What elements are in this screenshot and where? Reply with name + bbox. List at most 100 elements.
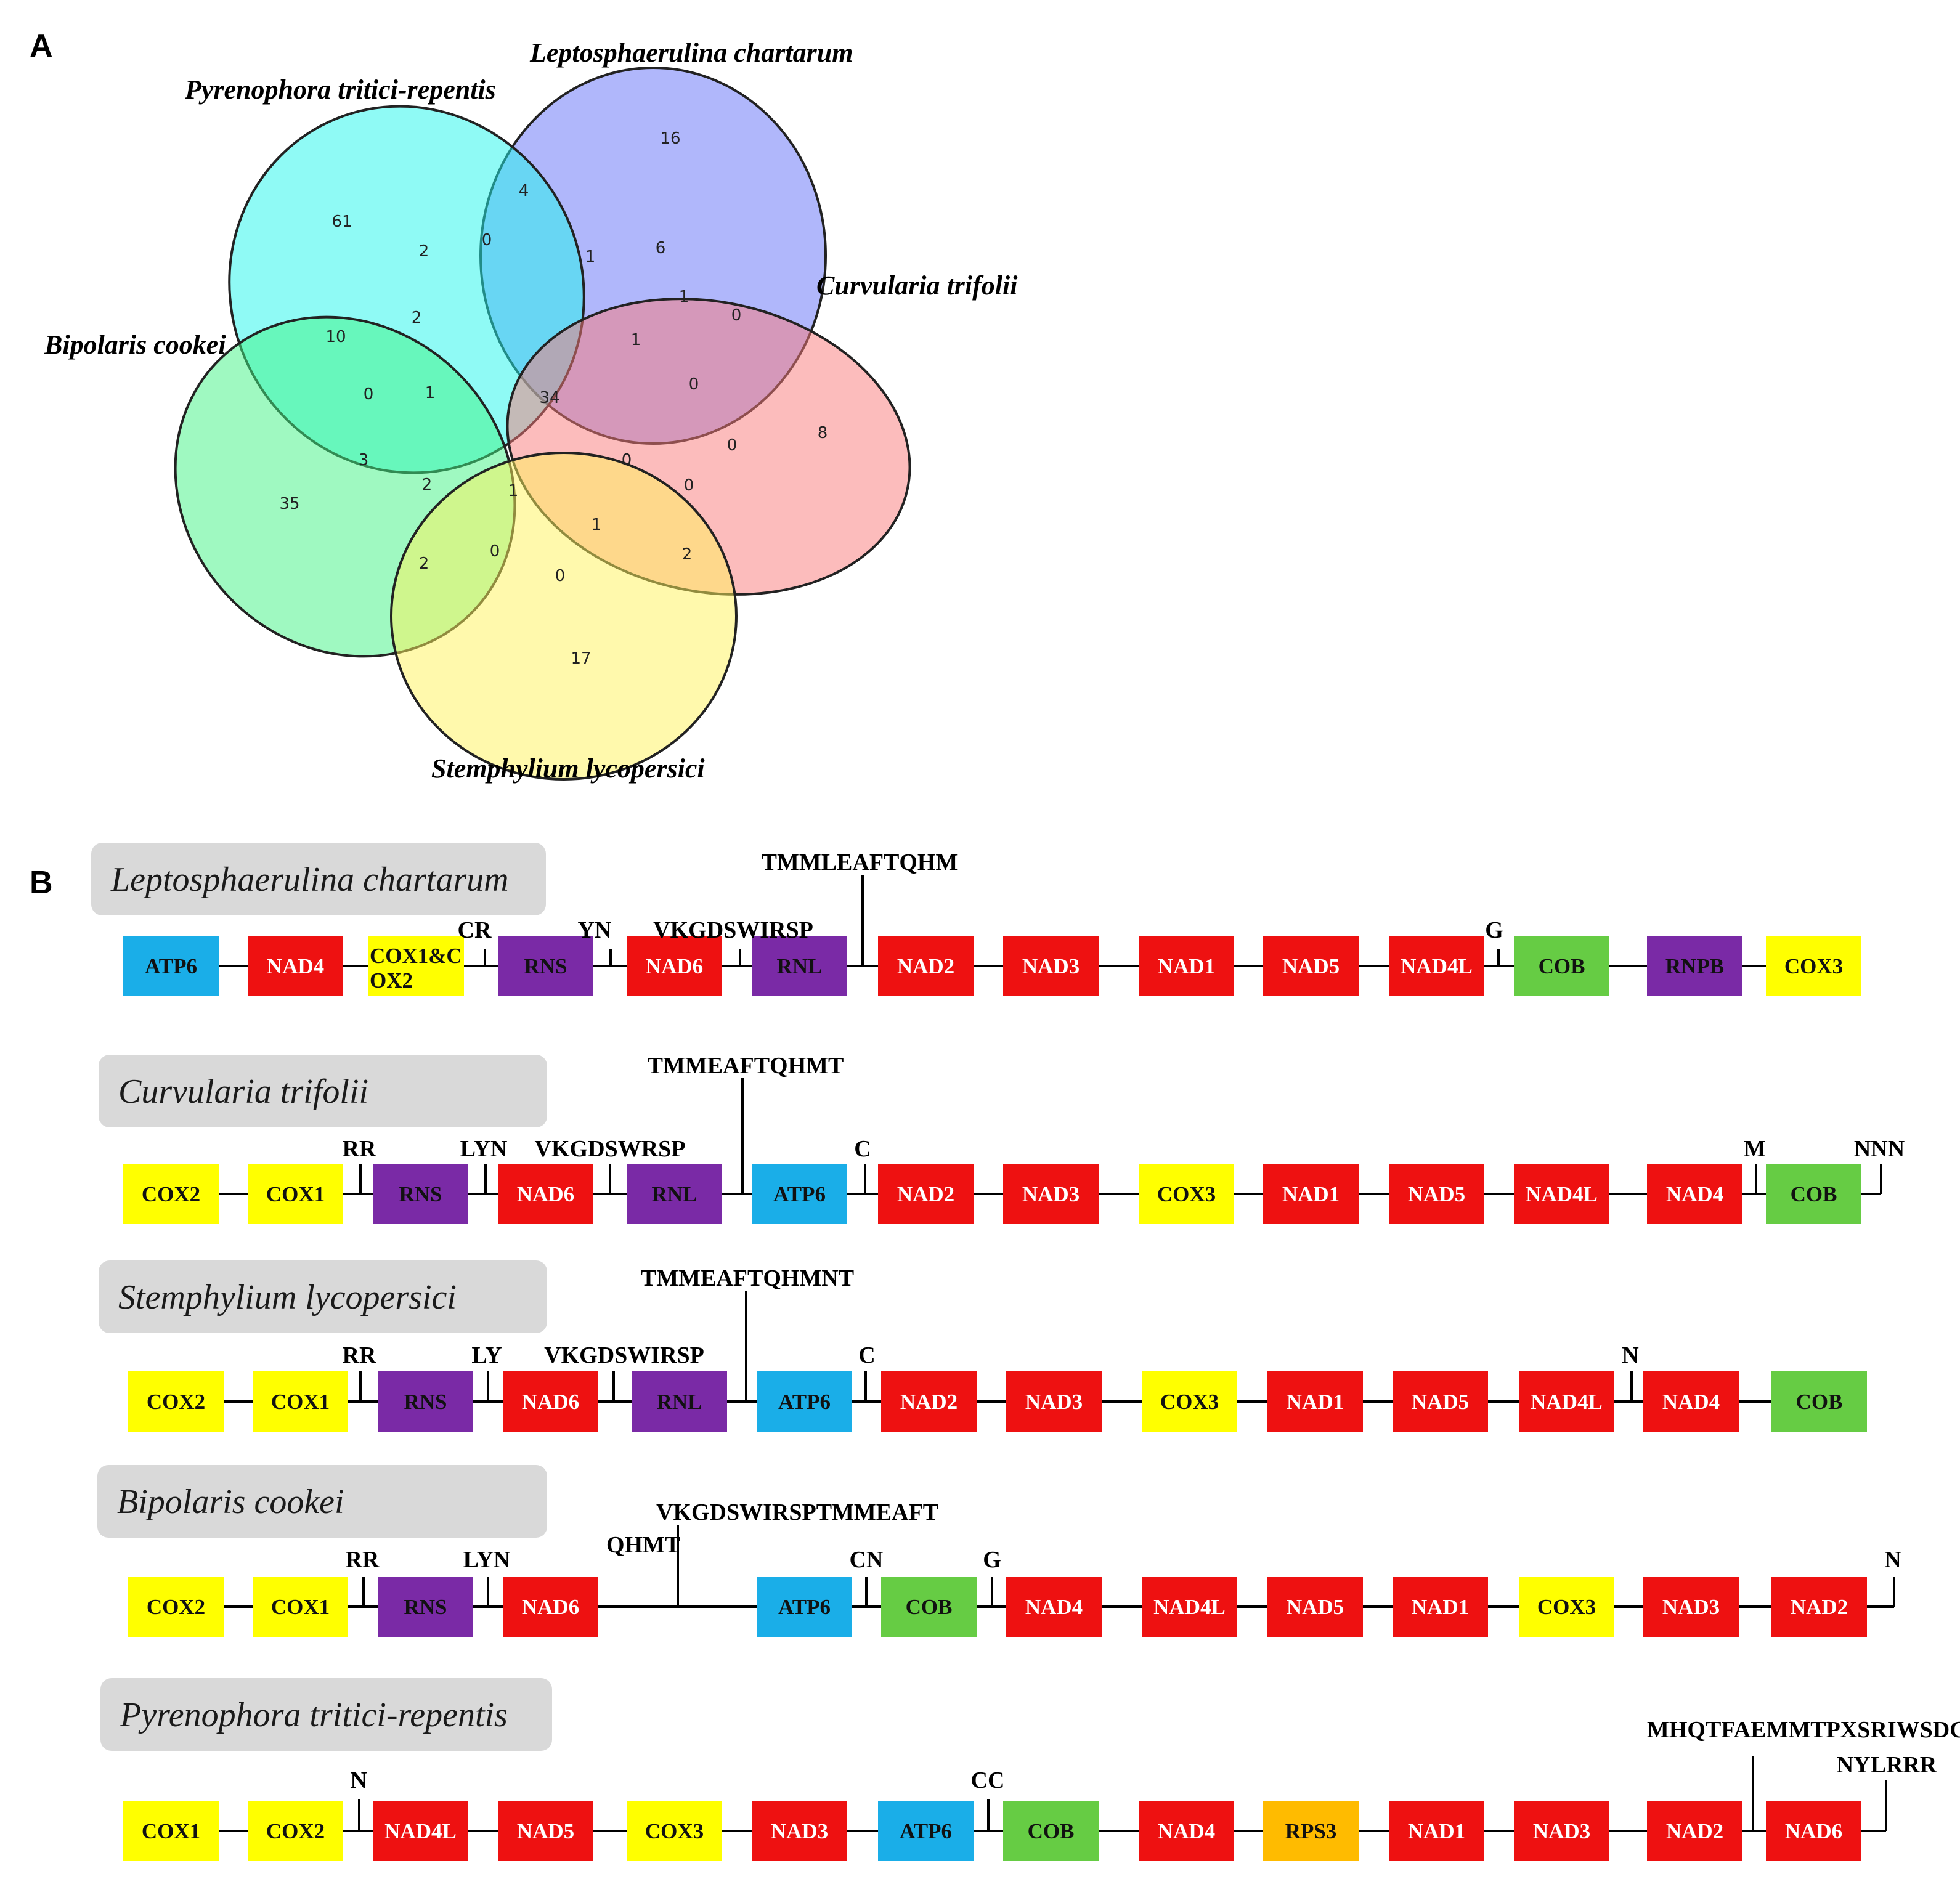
venn-label-curvularia: Curvularia trifolii [816,270,1018,301]
gene-label: COX2 [147,1390,205,1414]
gene-label: NAD5 [517,1819,574,1843]
trna-cluster-label: VKGDSWIRSP [653,917,813,943]
gene-label: NAD6 [522,1595,579,1619]
gene-label: COB [1028,1819,1075,1843]
venn-count: 0 [482,231,492,250]
venn-count: 16 [660,129,680,148]
trna-cluster-label: G [983,1547,1001,1573]
venn-count: 17 [571,649,591,668]
gene-label: COX3 [1537,1595,1596,1619]
gene-box [878,1801,974,1861]
trna-cluster-label: N [350,1767,367,1793]
gene-label: NAD4 [1666,1182,1723,1206]
species-label-box [97,1465,547,1538]
trna-cluster-label: N [1884,1547,1901,1573]
gene-box [1514,1164,1609,1224]
gene-box [627,936,722,996]
gene-label: RNL [777,954,823,978]
gene-box [1766,1164,1861,1224]
gene-label: ATP6 [778,1390,831,1414]
venn-count: 0 [684,476,694,495]
gene-box [498,1801,593,1861]
gene-label: COX2 [266,1819,325,1843]
gene-box [1647,1801,1742,1861]
gene-label: RNPB [1665,954,1724,978]
trna-cluster-label: VKGDSWRSP [535,1136,686,1162]
gene-box [1643,1577,1739,1637]
gene-box [498,1164,593,1224]
gene-label: RNS [404,1595,447,1619]
venn-count: 2 [419,554,429,573]
species-label: Pyrenophora tritici-repentis [120,1696,508,1734]
gene-box [503,1371,598,1432]
species-label-box [99,1055,547,1127]
gene-label: NAD3 [1025,1390,1083,1414]
trna-cluster-label: CR [458,917,492,943]
gene-box [1263,1164,1359,1224]
gene-box [1263,936,1359,996]
gene-box [1519,1577,1614,1637]
gene-label: NAD5 [1408,1182,1465,1206]
venn-count: 4 [519,182,529,200]
gene-label: NAD4 [1025,1595,1083,1619]
gene-box [1643,1371,1739,1432]
trna-cluster-label: CN [850,1547,884,1573]
venn-count: 0 [490,542,500,561]
gene-box [752,1164,847,1224]
venn-label-leptosphaerulina: Leptosphaerulina chartarum [529,38,853,68]
gene-box [757,1577,852,1637]
gene-label: ATP6 [773,1182,826,1206]
gene-box [253,1577,348,1637]
panel-a-letter: A [30,28,53,64]
gene-label: COX3 [1160,1390,1219,1414]
gene-box [1139,936,1234,996]
trna-cluster-label: RR [343,1136,376,1162]
gene-label: NAD1 [1287,1390,1344,1414]
gene-box [1389,1164,1484,1224]
gene-box [881,1577,977,1637]
gene-box [248,936,343,996]
gene-label: COX3 [1157,1182,1216,1206]
gene-label: ATP6 [145,954,197,978]
gene-label: NAD4L [1401,954,1473,978]
gene-box [1003,936,1099,996]
gene-label: NAD6 [646,954,703,978]
venn-count: 0 [622,451,632,469]
species-label: Stemphylium lycopersici [118,1278,457,1317]
gene-box [1139,1164,1234,1224]
venn-count: 2 [412,309,422,327]
gene-box [1003,1164,1099,1224]
gene-label: NAD1 [1408,1819,1465,1843]
gene-box [368,936,464,996]
gene-box [1267,1577,1363,1637]
gene-label: NAD3 [1022,1182,1080,1206]
gene-box [878,936,974,996]
gene-box [1393,1577,1488,1637]
venn-count: 3 [359,451,369,469]
gene-box [123,936,219,996]
gene-label: NAD1 [1282,1182,1340,1206]
gene-label: NAD2 [900,1390,958,1414]
gene-box [498,936,593,996]
gene-box [1771,1577,1867,1637]
species-label: Curvularia trifolii [118,1073,368,1111]
gene-box [757,1371,852,1432]
trna-cluster-label: C [854,1136,871,1162]
gene-label: COB [906,1595,953,1619]
gene-label: NAD2 [1666,1819,1723,1843]
trna-cluster-label: NYLRRR [1837,1752,1937,1778]
gene-box [878,1164,974,1224]
gene-label: COB [1539,954,1585,978]
gene-box [1647,936,1742,996]
gene-label: NAD2 [1791,1595,1848,1619]
trna-cluster-label: C [858,1342,875,1368]
gene-label: NAD3 [1533,1819,1590,1843]
trna-cluster-label: LYN [460,1136,508,1162]
gene-label: NAD3 [1662,1595,1720,1619]
gene-box [1389,1801,1484,1861]
gene-label: NAD4 [1158,1819,1215,1843]
trna-cluster-label: RR [346,1547,380,1573]
trna-cluster-label: VKGDSWIRSP [544,1342,704,1368]
